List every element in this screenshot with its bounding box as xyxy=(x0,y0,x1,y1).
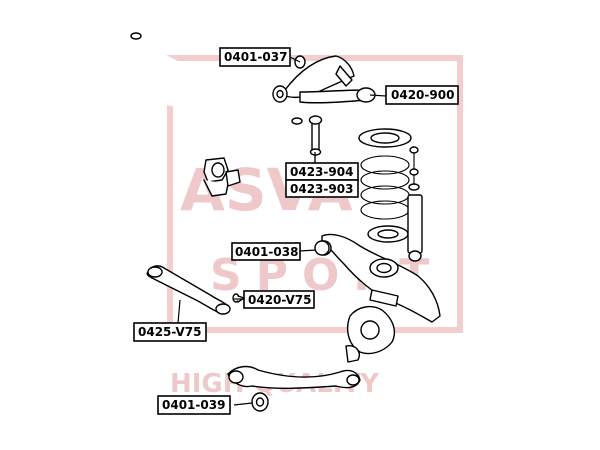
stabilizer-bushing xyxy=(203,157,241,197)
watermark-frame xyxy=(167,55,463,333)
callout-label: 0423-903 xyxy=(290,182,353,196)
callout-0420-V75: 0420-V75 xyxy=(243,290,315,309)
shock-absorber xyxy=(407,146,423,262)
control-arm-bushing xyxy=(314,240,330,256)
callout-label: 0401-038 xyxy=(235,245,298,259)
arm-bushing xyxy=(251,392,269,412)
callout-label: 0420-900 xyxy=(391,88,454,102)
callout-label: 0420-V75 xyxy=(248,293,312,307)
callout-label: 0425-V75 xyxy=(138,325,202,339)
upper-control-arm xyxy=(272,55,376,104)
link-bushing xyxy=(232,293,245,303)
stabilizer-link xyxy=(308,115,323,156)
coil-spring xyxy=(358,128,412,243)
callout-0420-900: 0420-900 xyxy=(385,85,459,105)
callout-0401-039: 0401-039 xyxy=(157,395,231,415)
lower-rear-arm xyxy=(227,365,361,390)
callout-0423-903: 0423-903 xyxy=(285,179,359,198)
callout-0423-904: 0423-904 xyxy=(285,162,359,181)
trailing-link xyxy=(146,265,231,315)
callout-label: 0401-039 xyxy=(162,398,225,412)
callout-0425-V75: 0425-V75 xyxy=(133,322,207,342)
callout-0401-037: 0401-037 xyxy=(219,47,291,67)
callout-label: 0401-037 xyxy=(224,50,287,64)
stabilizer-bar xyxy=(118,32,303,159)
callout-label: 0423-904 xyxy=(290,165,353,179)
knuckle xyxy=(345,305,396,363)
callout-0401-038: 0401-038 xyxy=(231,242,301,261)
